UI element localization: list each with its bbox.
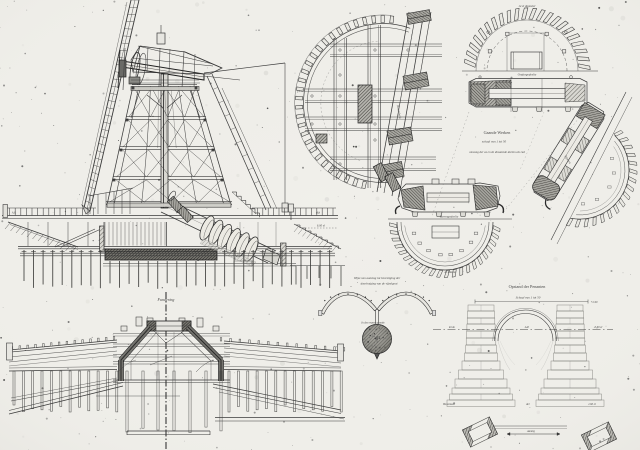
svg-text:kruin: kruin [449, 326, 456, 329]
svg-text:A.P.: A.P. [524, 326, 530, 329]
svg-text:doorbuiging van de vijzelgeut: doorbuiging van de vijzelgeut [361, 282, 398, 286]
svg-text:6.00 el: 6.00 el [317, 224, 325, 228]
svg-text:14 el diameter: 14 el diameter [518, 4, 536, 8]
svg-text:Fundering: Fundering [157, 297, 175, 302]
svg-text:Aanleg: Aanleg [526, 430, 536, 433]
svg-text:dijk: dijk [316, 212, 321, 215]
svg-text:Schaal van 1 tot 50: Schaal van 1 tot 50 [516, 296, 541, 300]
svg-text:peil: peil [175, 211, 180, 214]
svg-text:Bovenkant: Bovenkant [443, 403, 455, 406]
svg-text:Wijze van aanslag tot bevestig: Wijze van aanslag tot bevestiging der [354, 276, 401, 280]
svg-text:-0.60 el: -0.60 el [594, 326, 603, 329]
svg-text:Bovenbalk: Bovenbalk [396, 105, 402, 120]
svg-text:schaal van 1 tot 50: schaal van 1 tot 50 [482, 140, 507, 144]
svg-text:A.P.: A.P. [11, 212, 16, 215]
svg-text:1.60 el: 1.60 el [588, 403, 596, 406]
svg-text:In den waren grootte: In den waren grootte [360, 322, 385, 325]
svg-text:omvang der as en de draaiende: omvang der as en de draaiende deelen als… [469, 150, 525, 154]
svg-text:+2.90: +2.90 [591, 301, 598, 304]
svg-text:Opstand der Penanten: Opstand der Penanten [509, 284, 547, 289]
svg-text:14 el: 14 el [296, 88, 303, 93]
svg-text:Gaande Werken: Gaande Werken [484, 130, 512, 135]
svg-text:Ondergedeelte: Ondergedeelte [518, 73, 537, 77]
svg-text:1e Klasse: 1e Klasse [444, 270, 456, 274]
svg-text:Bijwerk: Bijwerk [564, 154, 573, 165]
svg-text:der: der [526, 403, 531, 406]
svg-text:Bovengedeelte: Bovengedeelte [440, 215, 459, 219]
